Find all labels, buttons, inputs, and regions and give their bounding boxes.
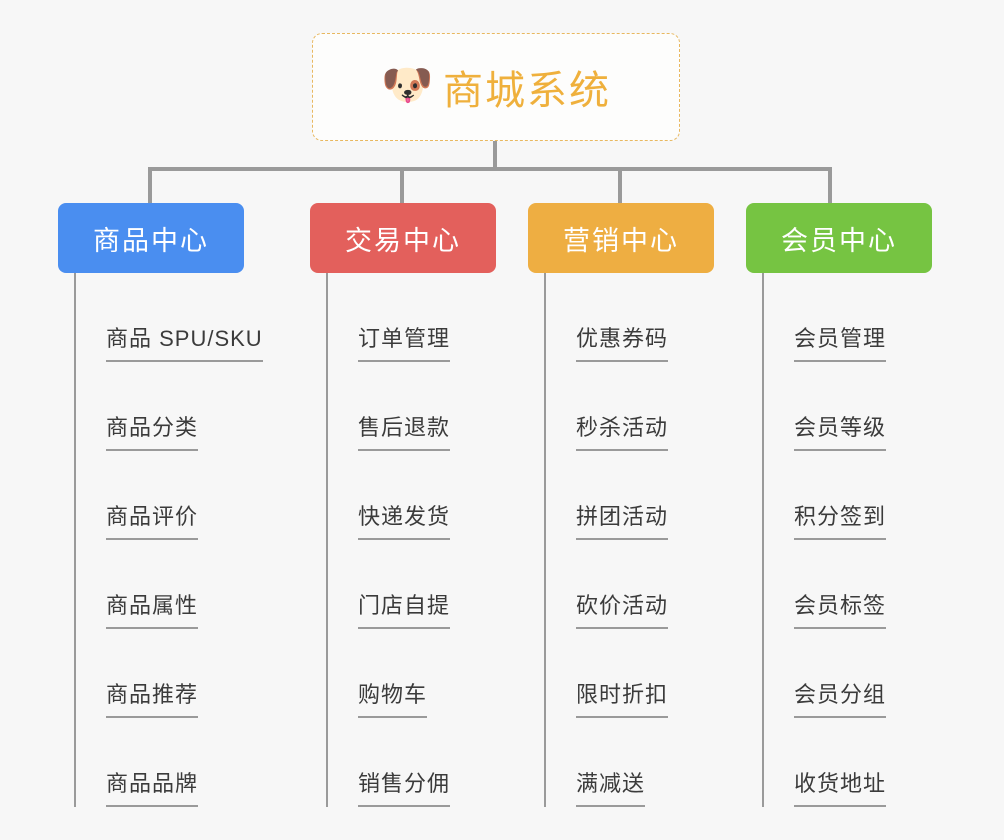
- list-item[interactable]: 商品推荐: [76, 629, 244, 718]
- connector-drop-4: [828, 167, 832, 203]
- leaf-label: 拼团活动: [576, 504, 669, 529]
- connector-drop-3: [618, 167, 622, 203]
- leaf-label: 砍价活动: [576, 593, 669, 618]
- list-item[interactable]: 订单管理: [328, 273, 496, 362]
- connector-horizontal-bus: [148, 167, 832, 171]
- list-item[interactable]: 商品 SPU/SKU: [76, 273, 263, 362]
- list-item[interactable]: 商品品牌: [76, 718, 244, 807]
- leaf-label: 门店自提: [358, 593, 451, 618]
- list-item[interactable]: 商品属性: [76, 540, 244, 629]
- leaf-label: 积分签到: [794, 504, 887, 529]
- leaf-label: 商品品牌: [106, 771, 199, 796]
- category-header-4[interactable]: 会员中心: [746, 203, 932, 273]
- leaf-label: 商品分类: [106, 415, 199, 440]
- leaf-label: 商品评价: [106, 504, 199, 529]
- category-column-4: 会员中心 会员管理 会员等级 积分签到 会员标签 会员分组 收货地址: [746, 203, 932, 807]
- connector-root-stem: [493, 141, 497, 169]
- leaf-label: 收货地址: [794, 771, 887, 796]
- category-label-2: 交易中心: [345, 225, 461, 256]
- root-node-label: 商城系统: [443, 69, 611, 113]
- category-header-2[interactable]: 交易中心: [310, 203, 496, 273]
- list-item[interactable]: 秒杀活动: [546, 362, 714, 451]
- list-item[interactable]: 商品评价: [76, 451, 244, 540]
- list-item[interactable]: 快递发货: [328, 451, 496, 540]
- leaf-label: 商品推荐: [106, 682, 199, 707]
- leaf-label: 商品属性: [106, 593, 199, 618]
- leaf-label: 销售分佣: [358, 771, 451, 796]
- category-column-2: 交易中心 订单管理 售后退款 快递发货 门店自提 购物车 销售分佣: [310, 203, 496, 807]
- list-item[interactable]: 会员标签: [764, 540, 932, 629]
- leaf-label: 会员等级: [794, 415, 887, 440]
- leaf-list-2: 订单管理 售后退款 快递发货 门店自提 购物车 销售分佣: [326, 273, 496, 807]
- list-item[interactable]: 限时折扣: [546, 629, 714, 718]
- list-item[interactable]: 砍价活动: [546, 540, 714, 629]
- list-item[interactable]: 商品分类: [76, 362, 244, 451]
- shiba-dog-emoji: 🐶: [381, 61, 434, 108]
- leaf-label: 优惠券码: [576, 326, 669, 351]
- category-column-3: 营销中心 优惠券码 秒杀活动 拼团活动 砍价活动 限时折扣 满减送: [528, 203, 714, 807]
- list-item[interactable]: 优惠券码: [546, 273, 714, 362]
- leaf-label: 会员分组: [794, 682, 887, 707]
- list-item[interactable]: 门店自提: [328, 540, 496, 629]
- list-item[interactable]: 拼团活动: [546, 451, 714, 540]
- list-item[interactable]: 售后退款: [328, 362, 496, 451]
- leaf-list-4: 会员管理 会员等级 积分签到 会员标签 会员分组 收货地址: [762, 273, 932, 807]
- leaf-label: 满减送: [576, 771, 646, 796]
- connector-drop-1: [148, 167, 152, 203]
- leaf-label: 会员标签: [794, 593, 887, 618]
- list-item[interactable]: 会员分组: [764, 629, 932, 718]
- leaf-label: 售后退款: [358, 415, 451, 440]
- leaf-label: 秒杀活动: [576, 415, 669, 440]
- leaf-label: 限时折扣: [576, 682, 669, 707]
- leaf-list-3: 优惠券码 秒杀活动 拼团活动 砍价活动 限时折扣 满减送: [544, 273, 714, 807]
- leaf-label: 购物车: [358, 682, 428, 707]
- leaf-list-1: 商品 SPU/SKU 商品分类 商品评价 商品属性 商品推荐 商品品牌: [74, 273, 263, 807]
- list-item[interactable]: 购物车: [328, 629, 496, 718]
- list-item[interactable]: 会员等级: [764, 362, 932, 451]
- list-item[interactable]: 满减送: [546, 718, 714, 807]
- category-label-1: 商品中心: [93, 225, 209, 256]
- category-label-4: 会员中心: [781, 225, 897, 256]
- leaf-label: 快递发货: [358, 504, 451, 529]
- category-header-3[interactable]: 营销中心: [528, 203, 714, 273]
- list-item[interactable]: 积分签到: [764, 451, 932, 540]
- leaf-label: 会员管理: [794, 326, 887, 351]
- category-label-3: 营销中心: [563, 225, 679, 256]
- leaf-label: 订单管理: [358, 326, 451, 351]
- list-item[interactable]: 收货地址: [764, 718, 932, 807]
- category-header-1[interactable]: 商品中心: [58, 203, 244, 273]
- category-column-1: 商品中心 商品 SPU/SKU 商品分类 商品评价 商品属性 商品推荐 商品品牌: [58, 203, 263, 807]
- list-item[interactable]: 会员管理: [764, 273, 932, 362]
- list-item[interactable]: 销售分佣: [328, 718, 496, 807]
- leaf-label: 商品 SPU/SKU: [106, 326, 263, 351]
- connector-drop-2: [400, 167, 404, 203]
- root-node-mall-system[interactable]: 🐶 商城系统: [312, 33, 680, 141]
